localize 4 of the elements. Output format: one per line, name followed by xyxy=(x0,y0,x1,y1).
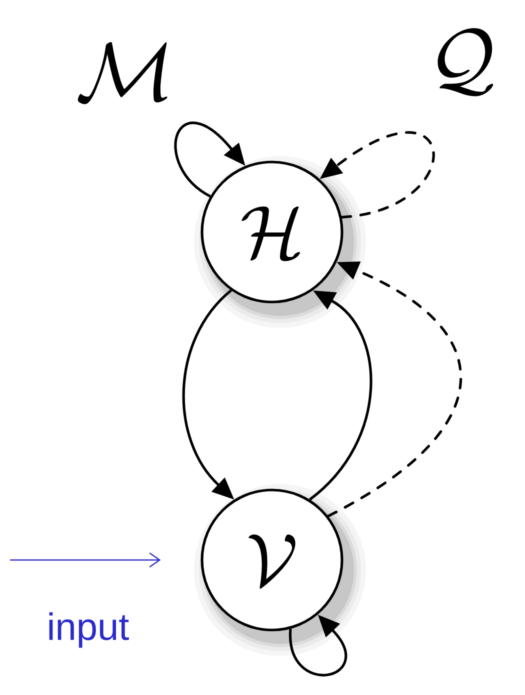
arrow xyxy=(10,552,161,568)
edge-label: $\mathcal{M}$ xyxy=(78,42,168,104)
edge-label: input xyxy=(49,612,129,648)
edge-label: $\mathcal{Q}$ xyxy=(438,28,494,96)
